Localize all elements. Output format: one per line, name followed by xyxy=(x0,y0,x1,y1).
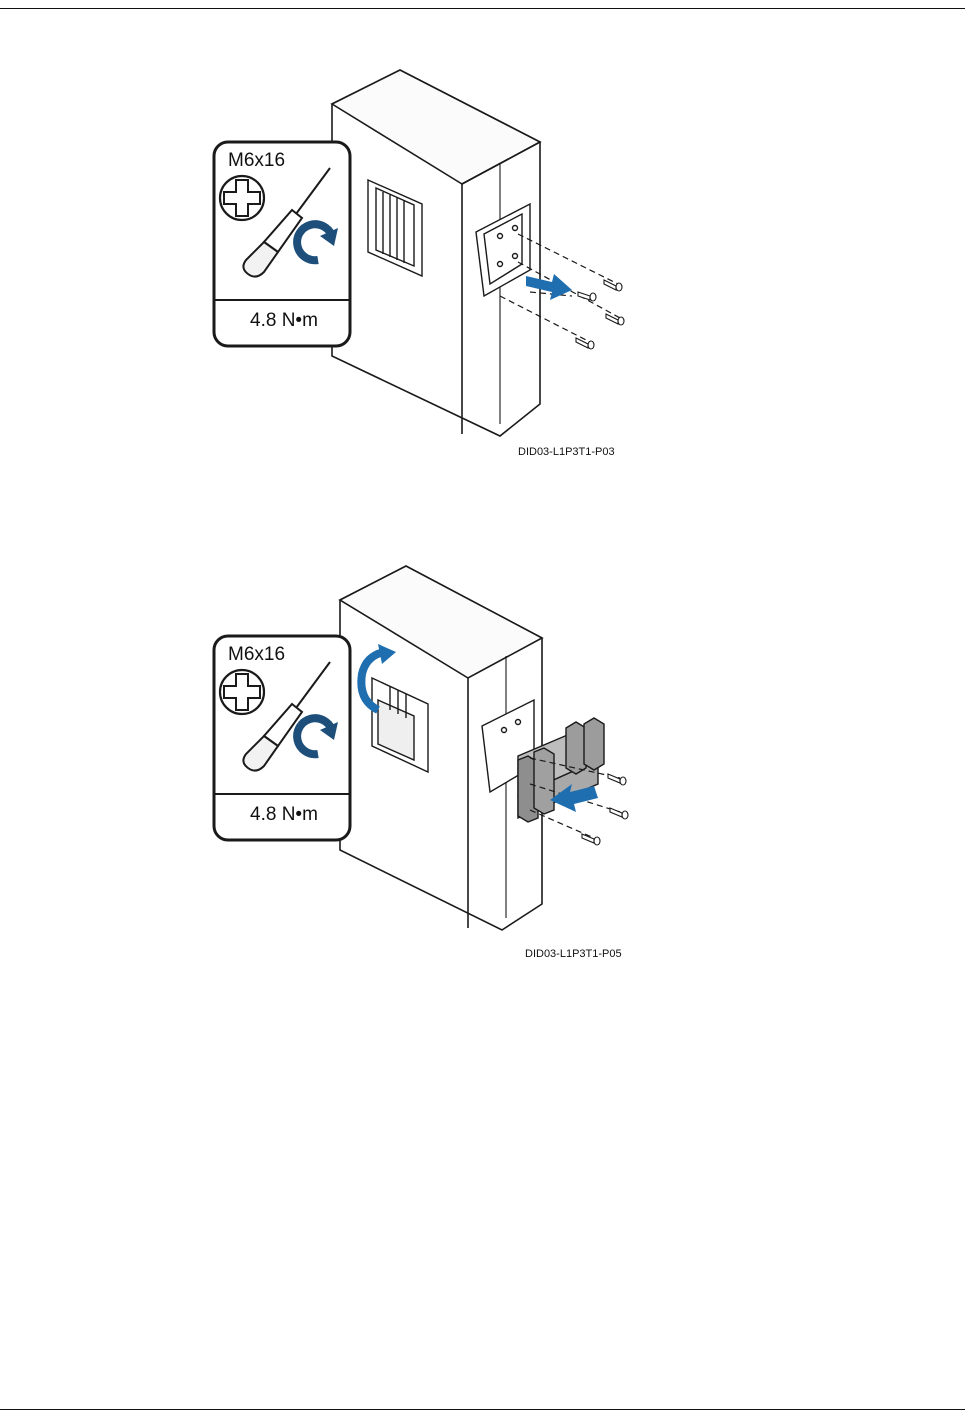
callout-screw-label: M6x16 xyxy=(228,644,285,666)
installation-diagram-1 xyxy=(200,64,660,444)
callout-torque-label: 4.8 N•m xyxy=(250,804,318,826)
figure-attach-bracket: M6x16 4.8 N•m DID03-L1P3T1-P05 xyxy=(200,560,660,966)
phillips-screw-icon xyxy=(220,670,264,714)
figure-id: DID03-L1P3T1-P03 xyxy=(518,446,615,458)
phillips-screw-icon xyxy=(220,176,264,220)
callout-torque-label: 4.8 N•m xyxy=(250,310,318,332)
footer-rule xyxy=(0,1409,965,1410)
header-rule xyxy=(0,8,965,9)
callout-screw-label: M6x16 xyxy=(228,150,285,172)
figure-remove-bracket: M6x16 4.8 N•m DID03-L1P3T1-P03 xyxy=(200,64,660,464)
figure-id: DID03-L1P3T1-P05 xyxy=(525,948,622,960)
installation-diagram-2 xyxy=(200,560,660,946)
